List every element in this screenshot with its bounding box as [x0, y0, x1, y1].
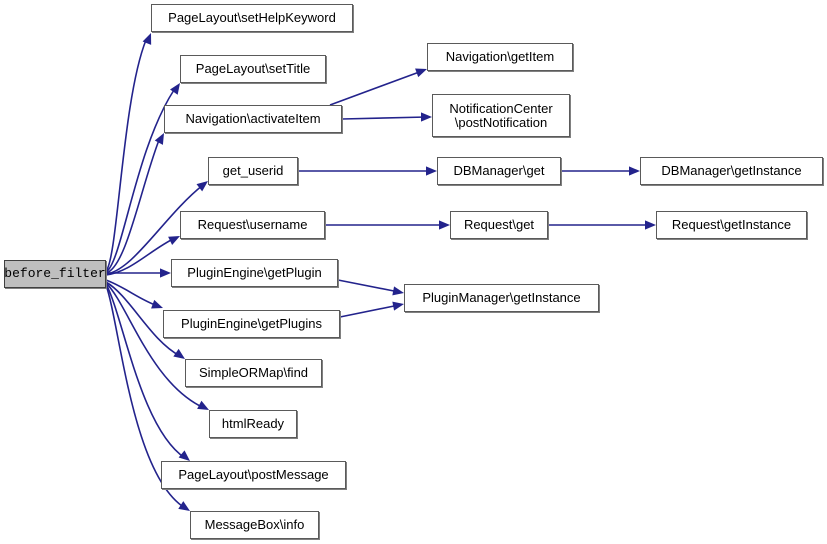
graph-edge-before_filter-to-getPlugin	[106, 268, 171, 278]
graph-node-label: htmlReady	[221, 416, 285, 431]
graph-node-getPlugin[interactable]: PluginEngine\getPlugin	[171, 259, 338, 287]
graph-node-before_filter[interactable]: before_filter	[4, 260, 106, 288]
graph-node-label: Navigation\activateItem	[185, 111, 321, 126]
graph-edge-activateItem-to-postNotification	[341, 112, 432, 122]
graph-node-label: before_filter	[4, 266, 106, 281]
graph-node-setTitle[interactable]: PageLayout\setTitle	[180, 55, 326, 83]
arrowhead	[392, 301, 404, 311]
graph-node-label: PluginManager\getInstance	[422, 290, 581, 305]
graph-node-label: PluginEngine\getPlugins	[181, 316, 322, 331]
graph-edge-before_filter-to-activateItem	[105, 133, 164, 274]
graph-node-label: Request\getInstance	[671, 217, 792, 232]
graph-node-get_userid[interactable]: get_userid	[208, 157, 298, 185]
graph-edge-requestGet-to-requestGetInstance	[548, 220, 656, 230]
graph-node-getItem[interactable]: Navigation\getItem	[427, 43, 573, 71]
arrowhead	[645, 220, 656, 230]
graph-node-label: PageLayout\postMessage	[178, 467, 329, 482]
arrowhead	[160, 268, 171, 278]
graph-node-label: Navigation\getItem	[445, 49, 555, 64]
graph-node-dbManagerGet[interactable]: DBManager\get	[437, 157, 561, 185]
graph-edge-get_userid-to-dbManagerGet	[298, 166, 437, 176]
graph-node-label: DBManager\get	[453, 163, 545, 178]
graph-node-label: PageLayout\setHelpKeyword	[168, 10, 336, 25]
graph-node-label: PageLayout\setTitle	[195, 61, 311, 76]
graph-node-label: get_userid	[222, 163, 284, 178]
graph-node-label: DBManager\getInstance	[661, 163, 802, 178]
graph-node-setHelpKeyword[interactable]: PageLayout\setHelpKeyword	[151, 4, 353, 32]
graph-node-find[interactable]: SimpleORMap\find	[185, 359, 322, 387]
graph-edge-dbManagerGet-to-dbManagerGetInstance	[561, 166, 640, 176]
graph-node-postNotification[interactable]: NotificationCenter \postNotification	[432, 94, 570, 137]
graph-node-dbManagerGetInstance[interactable]: DBManager\getInstance	[640, 157, 823, 185]
graph-node-requestGetInstance[interactable]: Request\getInstance	[656, 211, 807, 239]
graph-node-label: PluginEngine\getPlugin	[187, 265, 322, 280]
graph-node-label: MessageBox\info	[204, 517, 305, 532]
graph-node-label: Request\get	[463, 217, 535, 232]
graph-node-pluginManagerGetInstance[interactable]: PluginManager\getInstance	[404, 284, 599, 312]
graph-edge-getPlugins-to-pluginManagerGetInstance	[339, 301, 404, 318]
graph-edge-activateItem-to-getItem	[329, 68, 427, 106]
graph-node-requestGet[interactable]: Request\get	[450, 211, 548, 239]
arrowhead	[439, 220, 450, 230]
graph-edge-before_filter-to-setHelpKeyword	[105, 33, 152, 272]
graph-edge-before_filter-to-getPlugins	[105, 279, 163, 309]
graph-node-postMessage[interactable]: PageLayout\postMessage	[161, 461, 346, 489]
graph-node-getPlugins[interactable]: PluginEngine\getPlugins	[163, 310, 340, 338]
arrowhead	[392, 286, 404, 296]
graph-node-label: NotificationCenter \postNotification	[449, 100, 553, 130]
arrowhead	[421, 112, 432, 122]
graph-edge-username-to-requestGet	[325, 220, 450, 230]
graph-node-label: SimpleORMap\find	[198, 365, 309, 380]
graph-node-label: Request\username	[197, 217, 308, 232]
arrowhead	[629, 166, 640, 176]
graph-node-messageBoxInfo[interactable]: MessageBox\info	[190, 511, 319, 539]
graph-node-username[interactable]: Request\username	[180, 211, 325, 239]
graph-node-activateItem[interactable]: Navigation\activateItem	[164, 105, 342, 133]
graph-edge-before_filter-to-htmlReady	[105, 282, 209, 410]
graph-node-htmlReady[interactable]: htmlReady	[209, 410, 297, 438]
arrowhead	[426, 166, 437, 176]
graph-edge-getPlugin-to-pluginManagerGetInstance	[337, 279, 404, 296]
arrowhead	[142, 33, 152, 45]
